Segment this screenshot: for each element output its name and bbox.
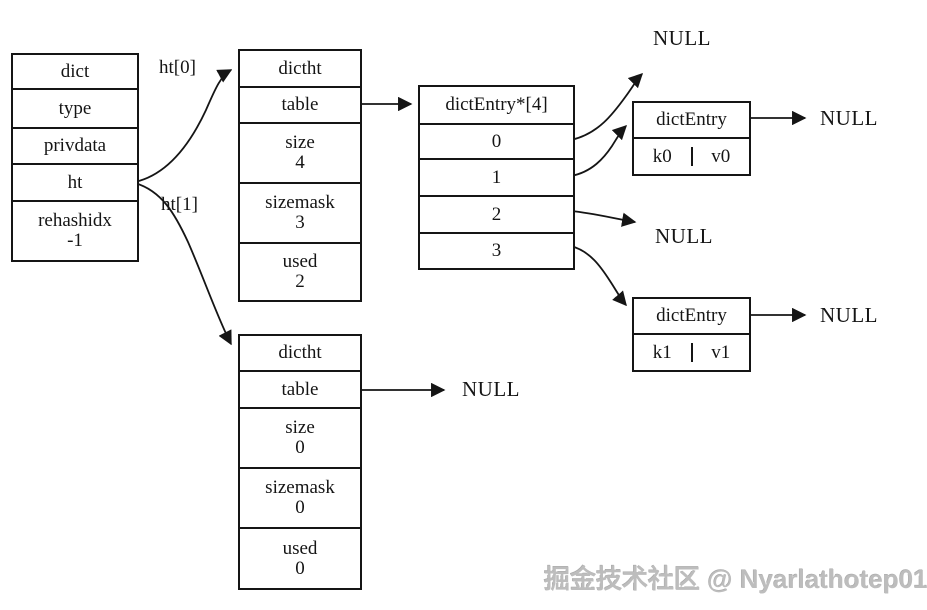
dictentry0-value: v0 xyxy=(690,145,750,167)
dictentry0-header: dictEntry xyxy=(634,103,749,137)
dictentry0-kv-row: k0 v0 xyxy=(634,137,749,174)
cell-value: 0 xyxy=(295,557,305,579)
bucket-array-header: dictEntry*[4] xyxy=(420,87,573,123)
dictentry1-value: v1 xyxy=(690,341,750,363)
cell-text: table xyxy=(281,378,319,400)
cell-value: 0 xyxy=(295,437,305,458)
cell-text: ht xyxy=(67,171,83,193)
cell-value: 2 xyxy=(295,271,305,292)
cell-text: k1 xyxy=(652,341,672,363)
dictht1-header: dictht xyxy=(240,336,360,370)
dictht0-row-sizemask: sizemask 3 xyxy=(240,182,360,242)
cell-text: 1 xyxy=(491,166,502,188)
dictentry1-key: k1 xyxy=(634,341,691,363)
cell-text: used xyxy=(282,537,318,559)
null-label-mid: NULL xyxy=(655,224,713,248)
dictht0-row-size: size 4 xyxy=(240,122,360,182)
dict-row-name: dict xyxy=(13,55,137,88)
cell-text: 2 xyxy=(491,203,502,225)
dictht1-row-table: table xyxy=(240,370,360,407)
cell-text: v0 xyxy=(711,145,731,167)
dictht0-row-table: table xyxy=(240,86,360,122)
null-label-entry1: NULL xyxy=(820,303,878,327)
cell-text: type xyxy=(58,97,92,119)
null-label-entry0: NULL xyxy=(820,106,878,130)
cell-text: dictEntry*[4] xyxy=(445,94,548,116)
null-label-top: NULL xyxy=(653,26,711,50)
cell-text: rehashidx xyxy=(38,210,112,232)
arrow-ht0 xyxy=(134,69,233,183)
cell-text: used xyxy=(282,251,318,273)
dictht1-box: dictht table size 0 sizemask 0 used 0 xyxy=(238,334,362,590)
cell-text: dictht xyxy=(278,57,322,79)
bucket-slot-0: 0 xyxy=(420,123,573,158)
cell-text: size xyxy=(285,132,315,154)
dictentry1-kv-row: k1 v1 xyxy=(634,333,749,370)
cell-text: table xyxy=(281,94,319,116)
arrow-slot1-to-entry0 xyxy=(570,124,628,177)
bucket-slot-1: 1 xyxy=(420,158,573,195)
cell-text: dict xyxy=(60,60,90,82)
ht0-pointer-label: ht[0] xyxy=(159,57,196,78)
cell-value: -1 xyxy=(67,230,83,251)
watermark-text: 掘金技术社区 @ Nyarlathotep0113 xyxy=(544,564,927,594)
dictht0-row-used: used 2 xyxy=(240,242,360,300)
dictentry0-box: dictEntry k0 v0 xyxy=(632,101,751,176)
cell-value: 4 xyxy=(295,152,305,173)
bucket-array-box: dictEntry*[4] 0 1 2 3 xyxy=(418,85,575,270)
cell-text: k0 xyxy=(652,145,672,167)
cell-text: privdata xyxy=(43,135,107,157)
cell-text: dictEntry xyxy=(656,305,727,327)
cell-text: dictEntry xyxy=(656,109,727,131)
dictentry0-key: k0 xyxy=(634,145,691,167)
dict-row-privdata: privdata xyxy=(13,127,137,163)
ht1-pointer-label: ht[1] xyxy=(161,194,198,215)
null-label-table1: NULL xyxy=(462,377,520,401)
dictentry1-header: dictEntry xyxy=(634,299,749,333)
dict-struct-box: dict type privdata ht rehashidx -1 xyxy=(11,53,139,262)
dict-row-ht: ht xyxy=(13,163,137,200)
arrow-slot3-to-entry1 xyxy=(570,245,627,307)
cell-value: 3 xyxy=(295,212,305,233)
dictht0-box: dictht table size 4 sizemask 3 used 2 xyxy=(238,49,362,302)
cell-text: sizemask xyxy=(265,477,335,499)
dict-row-type: type xyxy=(13,88,137,127)
dictentry1-box: dictEntry k1 v1 xyxy=(632,297,751,372)
cell-text: v1 xyxy=(711,341,731,363)
cell-text: 3 xyxy=(491,240,502,262)
dictht1-row-size: size 0 xyxy=(240,407,360,467)
cell-text: sizemask xyxy=(265,192,335,214)
cell-text: 0 xyxy=(491,130,502,152)
bucket-slot-2: 2 xyxy=(420,195,573,232)
bucket-slot-3: 3 xyxy=(420,232,573,268)
dictht1-row-used: used 0 xyxy=(240,527,360,588)
cell-text: dictht xyxy=(278,342,322,364)
dict-row-rehashidx: rehashidx -1 xyxy=(13,200,137,260)
dictht1-row-sizemask: sizemask 0 xyxy=(240,467,360,527)
cell-value: 0 xyxy=(295,497,305,518)
cell-text: size xyxy=(285,417,315,439)
arrow-slot2-to-null xyxy=(570,210,637,227)
dictht0-header: dictht xyxy=(240,51,360,86)
